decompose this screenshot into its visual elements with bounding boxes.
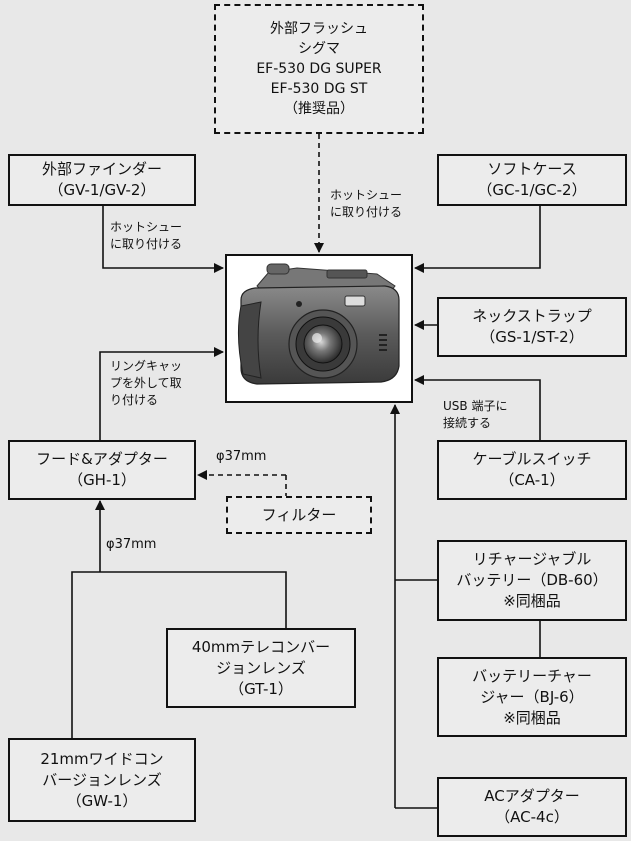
soft-case-line-2: （GC-1/GC-2） — [477, 181, 587, 199]
soft-case-connector — [414, 206, 541, 273]
battery-line-3: ※同梱品 — [503, 592, 561, 610]
hot-shoe-left-line-1: ホットシュー — [110, 220, 183, 234]
finder-line-1: 外部ファインダー — [41, 160, 162, 178]
ac-adapter-box: ACアダプター （AC-4c） — [437, 777, 627, 837]
usb-note: USB 端子に 接続する — [443, 398, 507, 432]
charger-line-3: ※同梱品 — [503, 708, 561, 727]
hood-connector — [99, 347, 224, 440]
tele-line-1: 40mmテレコンバー — [191, 637, 331, 656]
wide-line-2: バージョンレンズ — [42, 770, 162, 789]
ac-line-1: ACアダプター — [484, 787, 580, 805]
tele-conversion-lens-box: 40mmテレコンバー ジョンレンズ （GT-1） — [166, 628, 356, 708]
camera-icon — [237, 263, 400, 385]
filter-diameter-label: φ37mm — [216, 449, 267, 464]
flash-line-3: EF-530 DG SUPER — [256, 61, 382, 77]
filter-line-1: フィルター — [261, 505, 337, 524]
cable-switch-line-1: ケーブルスイッチ — [472, 450, 592, 468]
conversion-lens-connector — [71, 501, 287, 738]
cable-switch-connector — [414, 375, 541, 440]
hood-line-2: （GH-1） — [68, 471, 136, 489]
ring-cap-line-3: り付ける — [110, 393, 159, 407]
neck-strap-line-2: （GS-1/ST-2） — [480, 328, 584, 346]
battery-charger-box: バッテリーチャー ジャー（BJ-6） ※同梱品 — [437, 657, 627, 737]
flash-line-4: EF-530 DG ST — [270, 81, 368, 97]
battery-line-2: バッテリー（DB-60） — [456, 571, 608, 589]
ac-line-2: （AC-4c） — [495, 808, 569, 826]
hot-shoe-note-left: ホットシュー に取り付ける — [110, 219, 182, 253]
charger-line-2: ジャー（BJ-6） — [480, 687, 584, 706]
cable-switch-line-2: （CA-1） — [499, 471, 565, 489]
neck-strap-box: ネックストラップ （GS-1/ST-2） — [437, 297, 627, 357]
wide-line-1: 21mmワイドコン — [40, 749, 164, 768]
external-finder-box: 外部ファインダー （GV-1/GV-2） — [8, 154, 196, 206]
neck-strap-line-1: ネックストラップ — [472, 307, 592, 325]
ring-cap-line-1: リングキャッ — [110, 359, 183, 373]
tele-line-2: ジョンレンズ — [216, 658, 306, 677]
usb-line-2: 接続する — [443, 416, 492, 430]
soft-case-line-1: ソフトケース — [487, 160, 577, 178]
filter-box: フィルター — [226, 496, 372, 534]
ring-cap-line-2: プを外して取 — [110, 376, 182, 390]
usb-line-1: USB 端子に — [443, 399, 508, 413]
flash-line-2: シグマ — [298, 41, 340, 57]
flash-line-1: 外部フラッシュ — [270, 21, 368, 37]
hot-shoe-top-line-2: に取り付ける — [330, 205, 403, 219]
hot-shoe-note-top: ホットシュー に取り付ける — [330, 187, 402, 221]
ring-cap-note: リングキャッ プを外して取 り付ける — [110, 358, 182, 409]
hood-adapter-box: フード&アダプター （GH-1） — [8, 440, 196, 500]
lens-diameter-label: φ37mm — [106, 537, 157, 552]
flash-line-5: （推奨品） — [284, 101, 354, 117]
finder-connector — [102, 206, 224, 273]
soft-case-box: ソフトケース （GC-1/GC-2） — [437, 154, 627, 206]
hot-shoe-left-line-2: に取り付ける — [110, 237, 183, 251]
cable-switch-box: ケーブルスイッチ （CA-1） — [437, 440, 627, 500]
wide-conversion-lens-box: 21mmワイドコン バージョンレンズ （GW-1） — [8, 738, 196, 822]
charger-line-1: バッテリーチャー — [472, 666, 592, 685]
tele-line-3: （GT-1） — [229, 679, 293, 698]
hood-line-1: フード&アダプター — [36, 450, 168, 468]
camera-box — [225, 254, 413, 403]
hot-shoe-top-line-1: ホットシュー — [330, 188, 403, 202]
external-flash-box: 外部フラッシュ シグマ EF-530 DG SUPER EF-530 DG ST… — [214, 4, 424, 134]
finder-line-2: （GV-1/GV-2） — [48, 181, 156, 199]
wide-line-3: （GW-1） — [66, 791, 138, 810]
rechargeable-battery-box: リチャージャブル バッテリー（DB-60） ※同梱品 — [437, 540, 627, 621]
battery-line-1: リチャージャブル — [472, 550, 592, 568]
